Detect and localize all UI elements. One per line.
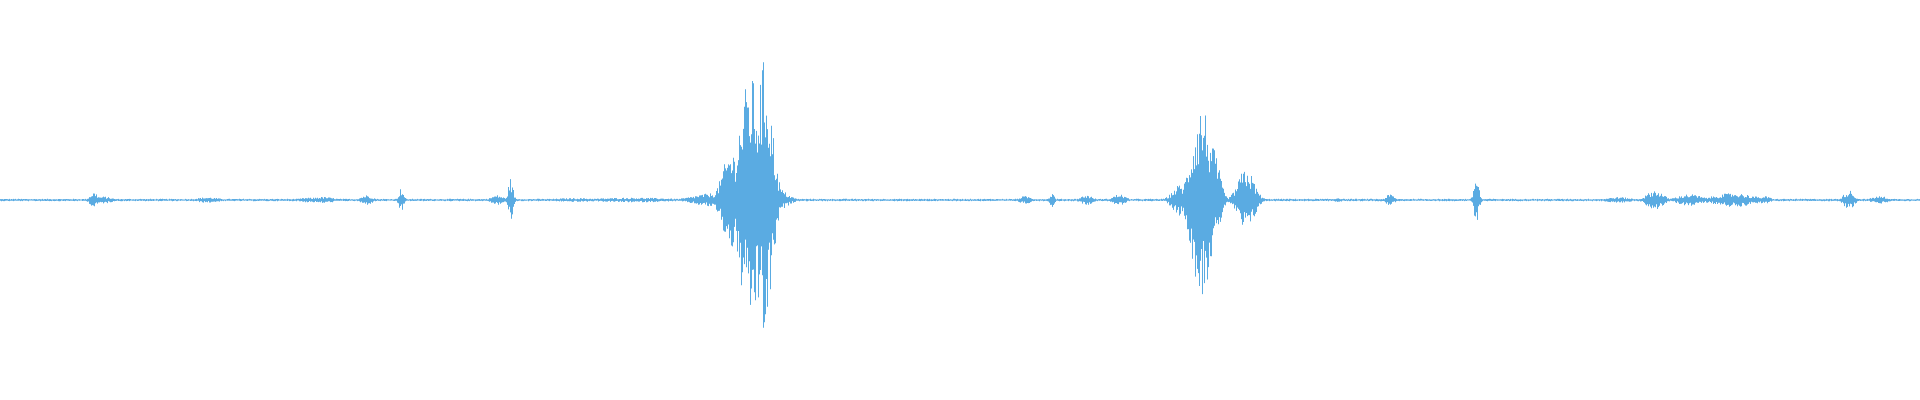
- waveform-trace: [0, 62, 1920, 328]
